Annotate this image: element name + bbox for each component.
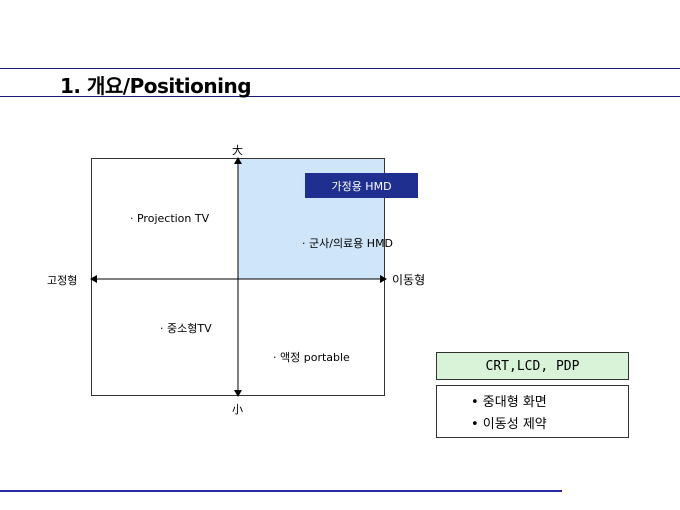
bottom-rule [0,490,562,492]
item-military-medical-hmd: · 군사/의료용 HMD [302,237,394,250]
axis-right-label: 이동형 [392,273,426,287]
home-hmd-box: 가정용 HMD [305,173,418,198]
axis-top-label: 大 [232,144,243,157]
display-tech-header: CRT,LCD, PDP [436,352,629,380]
note-mobility-limit: • 이동성 제약 [471,417,547,432]
display-tech-notes: • 중대형 화면 • 이동성 제약 [436,385,629,438]
item-small-medium-tv: · 중소형TV [160,322,212,335]
top-rule [0,68,680,69]
item-lcd-portable: · 액정 portable [273,351,350,364]
page-title: 1. 개요/Positioning [60,74,252,98]
item-projection-tv: · Projection TV [130,212,210,225]
title-underline [0,96,680,97]
note-large-screen: • 중대형 화면 [471,395,547,410]
axis-bottom-label: 小 [232,403,243,416]
axis-left-label: 고정형 [47,274,78,287]
